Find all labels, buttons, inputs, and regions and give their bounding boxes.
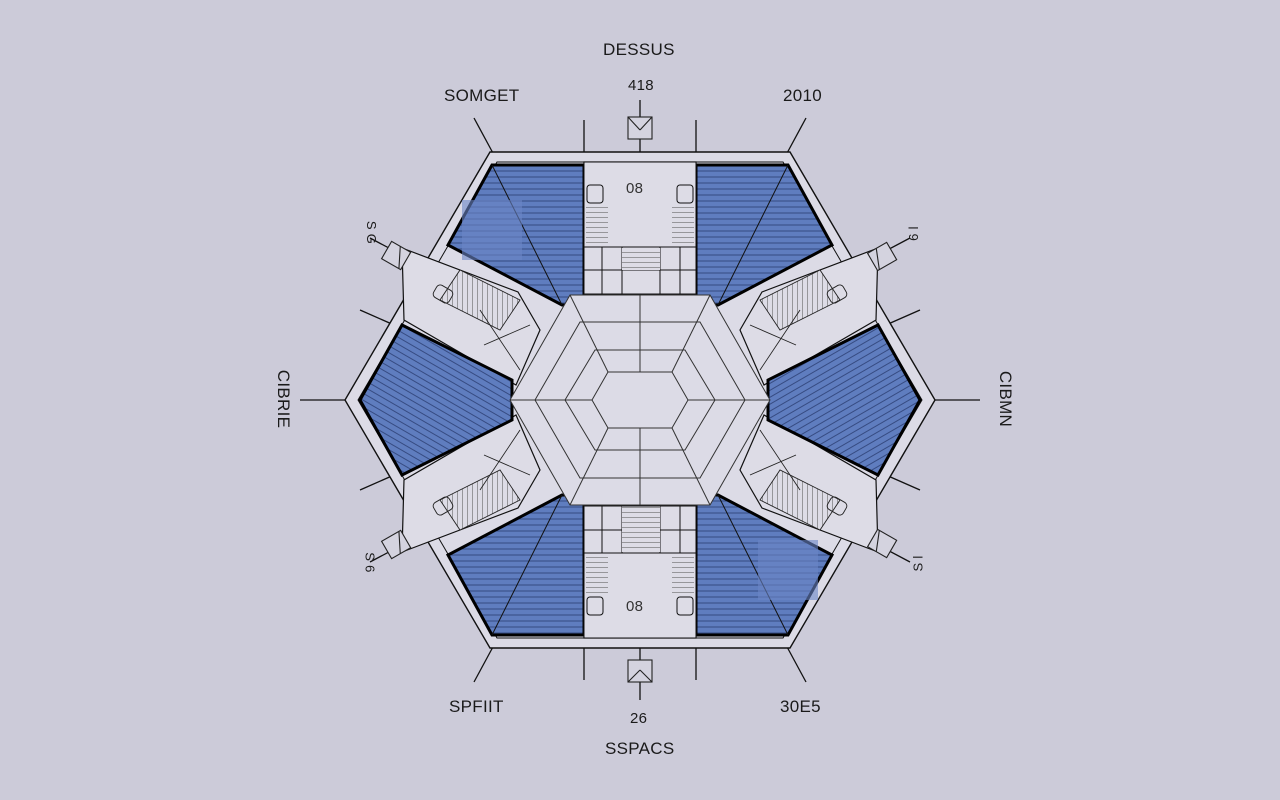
sw-entry-symbol bbox=[380, 529, 412, 560]
label-top-left: SOMGET bbox=[444, 86, 520, 105]
label-top-right: 2010 bbox=[783, 86, 823, 105]
top-room bbox=[583, 161, 697, 297]
marker-se: S l bbox=[910, 555, 926, 572]
bottom-room-mark: 08 bbox=[626, 598, 644, 615]
ne-entry-symbol bbox=[866, 241, 898, 272]
label-right: CIBMN bbox=[996, 370, 1016, 428]
nw-entry-symbol bbox=[380, 240, 412, 271]
central-atrium bbox=[509, 294, 771, 506]
label-bottom-left: SPFIIT bbox=[449, 697, 504, 716]
label-bottom: SSPACS bbox=[605, 739, 675, 758]
label-bottom-number: 26 bbox=[630, 710, 648, 727]
bottom-room bbox=[583, 503, 697, 639]
entry-markers bbox=[380, 116, 898, 683]
label-bottom-right: 30E5 bbox=[780, 697, 821, 716]
side-room-details bbox=[432, 269, 848, 531]
se-entry-symbol bbox=[866, 528, 898, 559]
top-entry-symbol bbox=[627, 116, 653, 140]
label-left: CIBRIE bbox=[274, 369, 294, 429]
label-top: DESSUS bbox=[603, 40, 675, 59]
blue-zone-diagonals bbox=[462, 164, 818, 636]
label-top-number: 418 bbox=[628, 77, 654, 94]
bottom-entry-symbol bbox=[627, 659, 653, 683]
top-room-mark: 08 bbox=[626, 180, 644, 197]
marker-nw: S G bbox=[364, 220, 380, 245]
marker-sw: S 6 bbox=[362, 552, 378, 573]
marker-ne: 6 l bbox=[905, 226, 921, 241]
